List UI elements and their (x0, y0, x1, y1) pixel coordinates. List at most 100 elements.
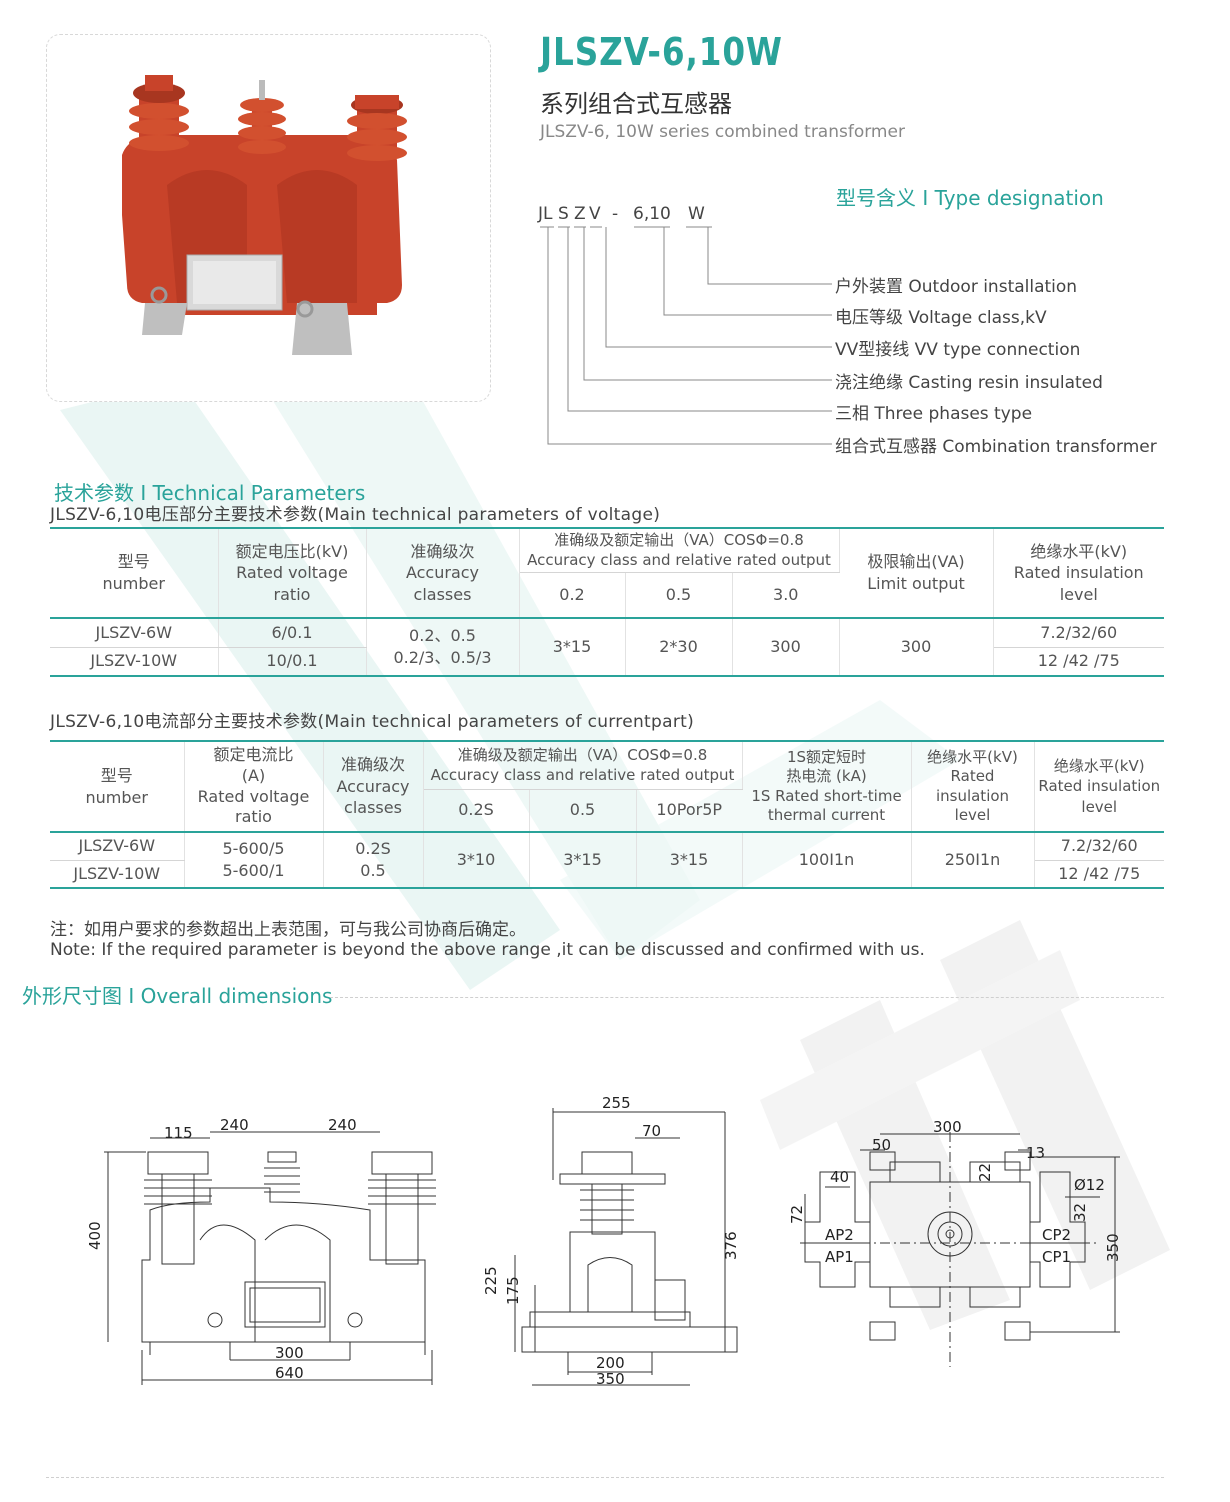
note-en: Note: If the required parameter is beyon… (50, 940, 925, 960)
v-limit: 300 (839, 618, 994, 677)
v-out-05: 2*30 (625, 618, 733, 677)
label-ap2: AP2 (825, 1226, 854, 1244)
model-title: JLSZV-6,10W (540, 30, 783, 74)
note-cn: 注：如用户要求的参数超出上表范围，可与我公司协商后确定。 (50, 920, 526, 940)
footer-divider (46, 1477, 1164, 1478)
designation-casting-resin: 浇注绝缘 Casting resin insulated (835, 373, 1103, 393)
label-cp2: CP2 (1042, 1226, 1071, 1244)
designation-voltage-class: 电压等级 Voltage class,kV (835, 308, 1047, 328)
designation-three-phase: 三相 Three phases type (835, 404, 1033, 424)
c-out-10p: 3*15 (636, 832, 743, 889)
code-part-w: W (688, 204, 705, 224)
front-dim-240b: 240 (328, 1116, 357, 1134)
side-dim-175: 175 (504, 1276, 522, 1305)
top-dim-22: 22 (976, 1163, 994, 1182)
overall-dimensions-title: 外形尺寸图 I Overall dimensions (22, 984, 333, 1008)
c-insulation-6w: 7.2/32/60 (1034, 832, 1164, 861)
top-dim-72: 72 (788, 1205, 806, 1224)
side-dim-225: 225 (482, 1266, 500, 1295)
side-dim-255: 255 (602, 1094, 631, 1112)
label-ap1: AP1 (825, 1248, 854, 1266)
front-dim-400: 400 (86, 1221, 104, 1250)
designation-outdoor: 户外装置 Outdoor installation (835, 277, 1078, 297)
c-model-6w: JLSZV-6W (50, 832, 185, 861)
code-part-s: S (558, 204, 569, 224)
ch-out-02s: 0.2S (423, 789, 530, 833)
front-dim-640: 640 (275, 1364, 304, 1382)
side-dim-350: 350 (596, 1370, 625, 1388)
front-dim-300: 300 (275, 1344, 304, 1362)
side-dim-376: 376 (722, 1231, 740, 1260)
top-dim-350: 350 (1104, 1233, 1122, 1262)
side-dim-200: 200 (596, 1354, 625, 1372)
top-dim-50: 50 (872, 1136, 891, 1154)
front-view-drawing: 115 240 240 400 300 640 (86, 1116, 436, 1385)
c-insulation-10w: 12 /42 /75 (1034, 860, 1164, 889)
series-title-en: JLSZV-6, 10W series combined transformer (540, 122, 905, 142)
c-thermal: 100I1n (742, 832, 912, 889)
designation-combination: 组合式互感器 Combination transformer (835, 437, 1157, 457)
code-part-dash: - (612, 204, 619, 224)
vh-out-30: 3.0 (732, 572, 839, 619)
front-dim-115: 115 (164, 1124, 193, 1142)
type-designation-title: 型号含义 I Type designation (836, 186, 1104, 210)
technical-parameters-title: 技术参数 I Technical Parameters (54, 481, 366, 505)
top-dim-32: 32 (1071, 1203, 1089, 1222)
v-out-02: 3*15 (519, 618, 626, 677)
side-view-drawing: 255 70 376 225 175 200 350 (482, 1094, 740, 1388)
label-cp1: CP1 (1042, 1248, 1071, 1266)
product-photo (122, 75, 407, 355)
code-part-voltage: 6,10 (633, 204, 671, 224)
vh-limit: 极限输出(VA)Limit output (839, 527, 994, 619)
code-part-z: Z (574, 204, 586, 224)
top-dim-300: 300 (933, 1118, 962, 1136)
side-dim-70: 70 (642, 1122, 661, 1140)
code-part-v: V (589, 204, 601, 224)
vh-out-05: 0.5 (625, 572, 733, 619)
vh-out-02: 0.2 (519, 572, 626, 619)
front-dim-240a: 240 (220, 1116, 249, 1134)
top-dim-40: 40 (830, 1168, 849, 1186)
top-view-drawing: 300 50 13 40 22 Ø12 72 32 350 AP2 AP1 CP… (788, 1118, 1122, 1367)
v-model-10w: JLSZV-10W (50, 647, 219, 677)
c-model-10w: JLSZV-10W (50, 860, 185, 889)
ch-out-10p: 10Por5P (636, 789, 742, 833)
code-part-jl: JL (538, 204, 553, 224)
designation-vv-connection: VV型接线 VV type connection (835, 340, 1081, 360)
top-dim-12: Ø12 (1074, 1176, 1105, 1194)
top-dim-13: 13 (1026, 1144, 1045, 1162)
voltage-table-caption: JLSZV-6,10电压部分主要技术参数(Main technical para… (50, 505, 661, 525)
type-designation-leaders (540, 226, 832, 445)
v-out-30: 300 (732, 618, 840, 677)
c-out-02s: 3*10 (423, 832, 530, 889)
v-insulation-6w: 7.2/32/60 (993, 618, 1164, 648)
v-ratio-6w: 6/0.1 (218, 618, 367, 648)
v-ratio-10w: 10/0.1 (218, 647, 367, 677)
series-title-cn: 系列组合式互感器 (540, 90, 732, 118)
c-out-05: 3*15 (529, 832, 637, 889)
product-photo-frame (46, 34, 491, 402)
c-dynamic: 250I1n (911, 832, 1035, 889)
ch-out-05: 0.5 (529, 789, 637, 833)
v-model-6w: JLSZV-6W (50, 618, 219, 648)
section-divider (330, 997, 1164, 998)
current-table-caption: JLSZV-6,10电流部分主要技术参数(Main technical para… (50, 712, 695, 732)
v-insulation-10w: 12 /42 /75 (993, 647, 1164, 677)
